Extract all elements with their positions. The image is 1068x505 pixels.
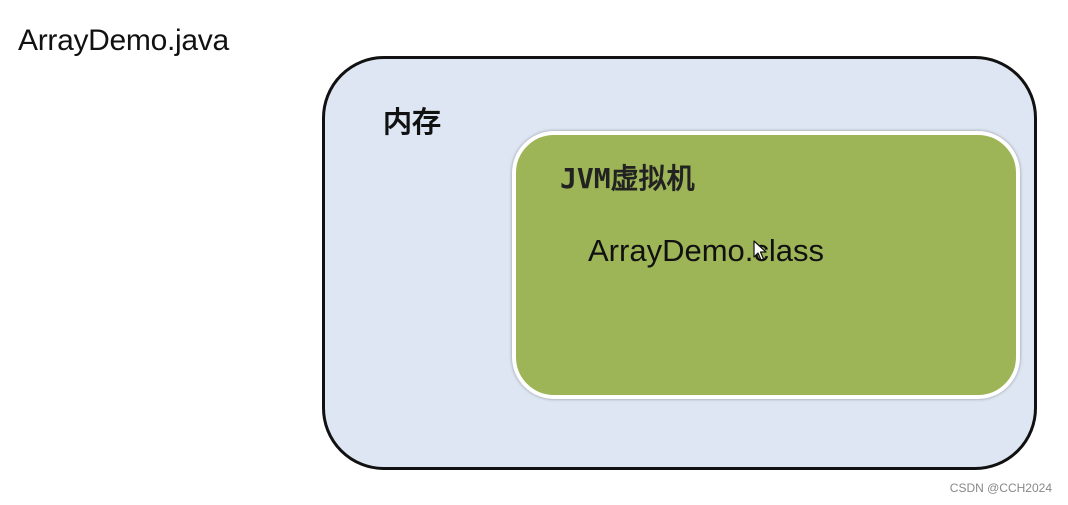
jvm-label: JVM虚拟机: [560, 157, 695, 197]
jvm-box: JVM虚拟机 ArrayDemo.class: [512, 131, 1020, 399]
watermark: CSDN @CCH2024: [949, 481, 1052, 495]
memory-label: 内存: [383, 105, 442, 139]
mouse-pointer-icon: [753, 240, 767, 261]
class-file-label: ArrayDemo.class: [588, 233, 824, 268]
java-file-label: ArrayDemo.java: [18, 24, 229, 57]
jvm-label-cjk: 虚拟机: [610, 162, 695, 195]
jvm-label-latin: JVM: [560, 162, 611, 195]
